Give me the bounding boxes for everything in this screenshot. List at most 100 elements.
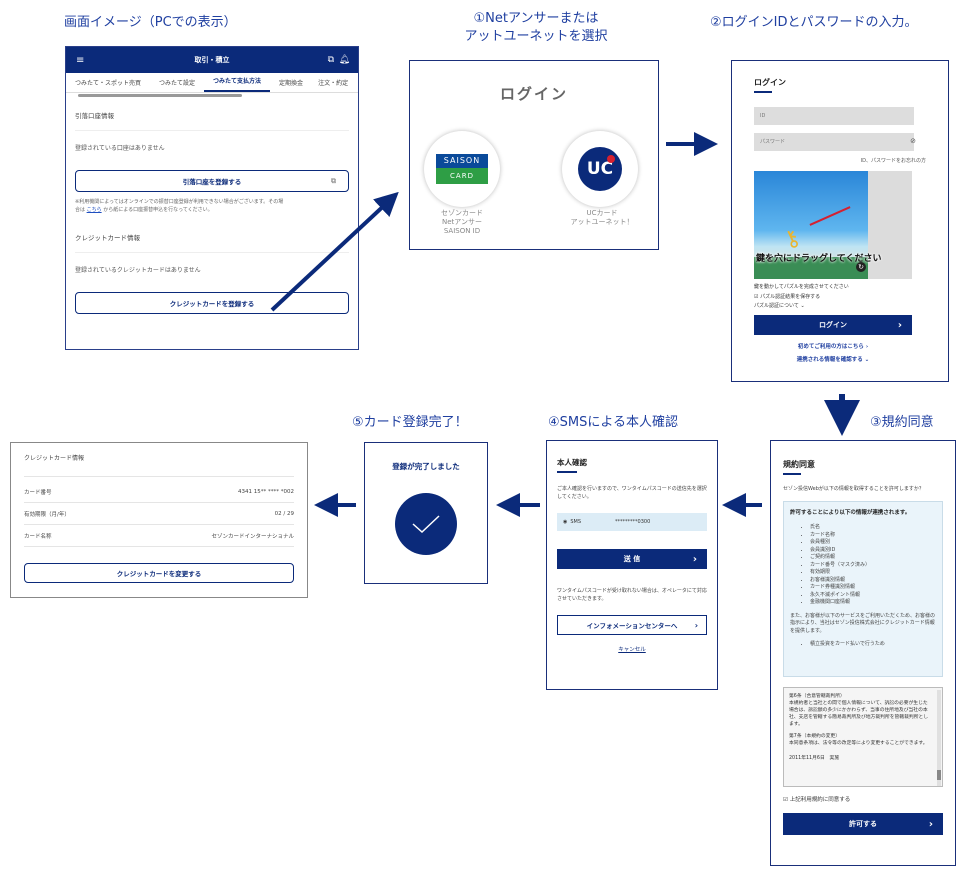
sms-option[interactable]: ◉ SMS *********0300: [557, 513, 707, 531]
login-button[interactable]: ログイン ›: [754, 315, 912, 335]
uc-label-2: アットユーネット！: [570, 218, 634, 226]
app-header: ≡ 取引・積立 ⧉ 🔔︎: [66, 47, 358, 73]
first-time-label: 初めてご利用の方はこちら: [797, 344, 864, 350]
terms-scroll-box[interactable]: 第6条（合意管轄裁判所） 本規約者と当社との間で個人情報について、訴訟の必要が生…: [783, 687, 943, 787]
sms-number: *********0300: [615, 519, 651, 525]
login-button-label: ログイン: [819, 321, 847, 329]
tab-redemption[interactable]: 定期換金: [279, 80, 304, 87]
caption-step5: ⑤カード登録完了！: [352, 415, 468, 430]
beach-foliage: [754, 257, 868, 279]
operator-note: ワンタイムパスコードが受け取れない場合は、オペレータにて対応させていただきます。: [557, 588, 707, 602]
panel-login-select: ログイン SAISON CARD セゾンカード Netアンサー SAISON I…: [409, 60, 659, 250]
list-item: お客様識別情報: [810, 577, 936, 585]
tab-bar: つみたて・スポット売買 つみたて設定 つみたて支払方法 定期換金 注文・約定: [66, 73, 358, 93]
bell-icon[interactable]: 🔔︎: [338, 55, 350, 65]
terms-scrollbar-thumb[interactable]: [937, 770, 941, 780]
sms-label: SMS: [570, 519, 582, 525]
info-box: 許可することにより以下の情報が連携されます。 氏名 カード名称 会員種別 会員識…: [783, 501, 943, 677]
caption-step2: ②ログインIDとパスワードの入力。: [710, 15, 918, 30]
caption-step4: ④SMSによる本人確認: [548, 415, 678, 430]
card-section-title: クレジットカード情報: [75, 234, 140, 242]
first-time-link[interactable]: 初めてご利用の方はこちら ›: [797, 344, 869, 350]
card-number-label: カード番号: [24, 489, 52, 496]
saison-card-option[interactable]: SAISON CARD: [424, 131, 500, 207]
expiry-value: 02 / 29: [274, 510, 294, 517]
chevron-right-icon: ›: [897, 319, 902, 331]
puzzle-about-link[interactable]: パズル認証について ⌄: [754, 303, 805, 309]
checkmark-svg: [412, 515, 440, 534]
title-underline: [754, 91, 772, 93]
register-card-label: クレジットカードを登録する: [169, 300, 255, 308]
bank-note: ※利用機関によってはオンラインでの振替口座登録が利用できない場合がございます。そ…: [75, 198, 349, 214]
list-item: 有効期限: [810, 569, 936, 577]
cancel-link[interactable]: キャンセル: [618, 647, 646, 653]
id-input[interactable]: [754, 107, 914, 125]
info-list: 氏名 カード名称 会員種別 会員識別ID ご契約情報 カード番号（マスク済み） …: [790, 524, 936, 607]
complete-title: 登録が完了しました: [392, 462, 460, 471]
list-item: 永久不滅ポイント情報: [810, 592, 936, 600]
agree-checkbox[interactable]: ☑: [783, 797, 788, 803]
chevron-right-icon: ›: [692, 553, 697, 565]
permit-button[interactable]: 許可する ›: [783, 813, 943, 835]
list-item: 金融機関口座情報: [810, 599, 936, 607]
saison-label-3: SAISON ID: [443, 227, 481, 235]
tab-payment-method[interactable]: つみたて支払方法: [204, 73, 271, 92]
forgot-link[interactable]: ID、パスワードをお忘れの方: [860, 158, 926, 164]
saison-label-2: Netアンサー: [441, 218, 482, 226]
save-puzzle-option[interactable]: ☑ パズル認証結果を保存する: [754, 293, 928, 300]
refresh-icon[interactable]: ↻: [856, 262, 866, 272]
note-link[interactable]: こちら: [86, 207, 102, 213]
agree-option[interactable]: ☑ 上記利用規約に同意する: [783, 795, 943, 803]
panel-identity-check: 本人確認 ご本人確認を行いますので、ワンタイムパスコードの送信先を選択してくださ…: [546, 440, 718, 690]
info-center-label: インフォメーションセンターへ: [586, 622, 678, 630]
identity-title: 本人確認: [557, 458, 587, 467]
saison-option-label: セゾンカード Netアンサー SAISON ID: [410, 209, 514, 236]
table-row: カード番号 4341 15** **** *002: [24, 481, 294, 503]
puzzle-hint: 鍵を動かしてパズルを完成させてください: [754, 284, 849, 290]
expiry-label: 有効期限（月/年）: [24, 511, 70, 518]
terms-text: 第6条（合意管轄裁判所） 本規約者と当社との間で個人情報について、訴訟の必要が生…: [789, 693, 929, 762]
send-button-label: 送 信: [623, 555, 641, 563]
terms-title: 規約同意: [783, 460, 815, 469]
radio-selected-icon[interactable]: ◉: [563, 519, 568, 525]
register-bank-label: 引落口座を登録する: [182, 178, 242, 186]
chevron-right-icon: ›: [928, 818, 933, 830]
list-item: カード名称: [810, 532, 936, 540]
send-button[interactable]: 送 信 ›: [557, 549, 707, 569]
uc-card-option[interactable]: UC: [562, 131, 638, 207]
terms-date: 2011年11月6日 実施: [789, 756, 840, 761]
tab-spot-trade[interactable]: つみたて・スポット売買: [75, 80, 142, 87]
terms-intro: セゾン投信Webが以下の情報を取得することを許可しますか？: [783, 486, 924, 492]
terms-scrollbar[interactable]: [937, 690, 941, 786]
info-center-button[interactable]: インフォメーションセンターへ ›: [557, 615, 707, 635]
uc-logo-dot: [607, 155, 615, 163]
card-number-value: 4341 15** **** *002: [238, 488, 294, 495]
save-puzzle-checkbox[interactable]: ☑: [754, 294, 759, 300]
translate-icon[interactable]: ⧉: [327, 55, 334, 65]
password-input[interactable]: [754, 133, 914, 151]
card-name-value: セゾンカードインターナショナル: [211, 533, 294, 540]
panel-card-info: クレジットカード情報 カード番号 4341 15** **** *002 有効期…: [10, 442, 308, 598]
caption-step1-line2: アットユーネットを選択: [464, 29, 608, 44]
change-card-button[interactable]: クレジットカードを変更する: [24, 563, 294, 583]
terms2-title: 第7条（本規約の変更）: [789, 734, 841, 739]
caption-screen-image: 画面イメージ（PCでの表示）: [64, 15, 237, 30]
register-bank-button[interactable]: 引落口座を登録する ⧉: [75, 170, 349, 192]
puzzle-captcha[interactable]: ⚷ 鍵を穴にドラッグしてください ↻: [754, 171, 912, 279]
saison-card-logo: SAISON CARD: [436, 154, 488, 184]
linked-info-label: 連携される情報を確認する: [796, 357, 863, 363]
puzzle-about-label: パズル認証について: [754, 303, 799, 309]
menu-icon[interactable]: ≡: [76, 54, 85, 66]
login-form-title: ログイン: [754, 78, 786, 87]
register-card-button[interactable]: クレジットカードを登録する: [75, 292, 349, 314]
tab-tsumitate-settings[interactable]: つみたて設定: [159, 80, 196, 87]
tab-orders[interactable]: 注文・約定: [318, 80, 349, 87]
scrollbar-thumb[interactable]: [78, 94, 242, 97]
table-row: 有効期限（月/年） 02 / 29: [24, 503, 294, 525]
eye-off-icon[interactable]: ⊘: [910, 137, 916, 145]
uc-logo-text: UC: [586, 159, 614, 179]
note-text-c: から紙による口座振替申込を行なってください。: [103, 207, 213, 213]
tab-scrollbar[interactable]: [66, 93, 358, 98]
linked-info-link[interactable]: 連携される情報を確認する ⌄: [796, 357, 870, 363]
